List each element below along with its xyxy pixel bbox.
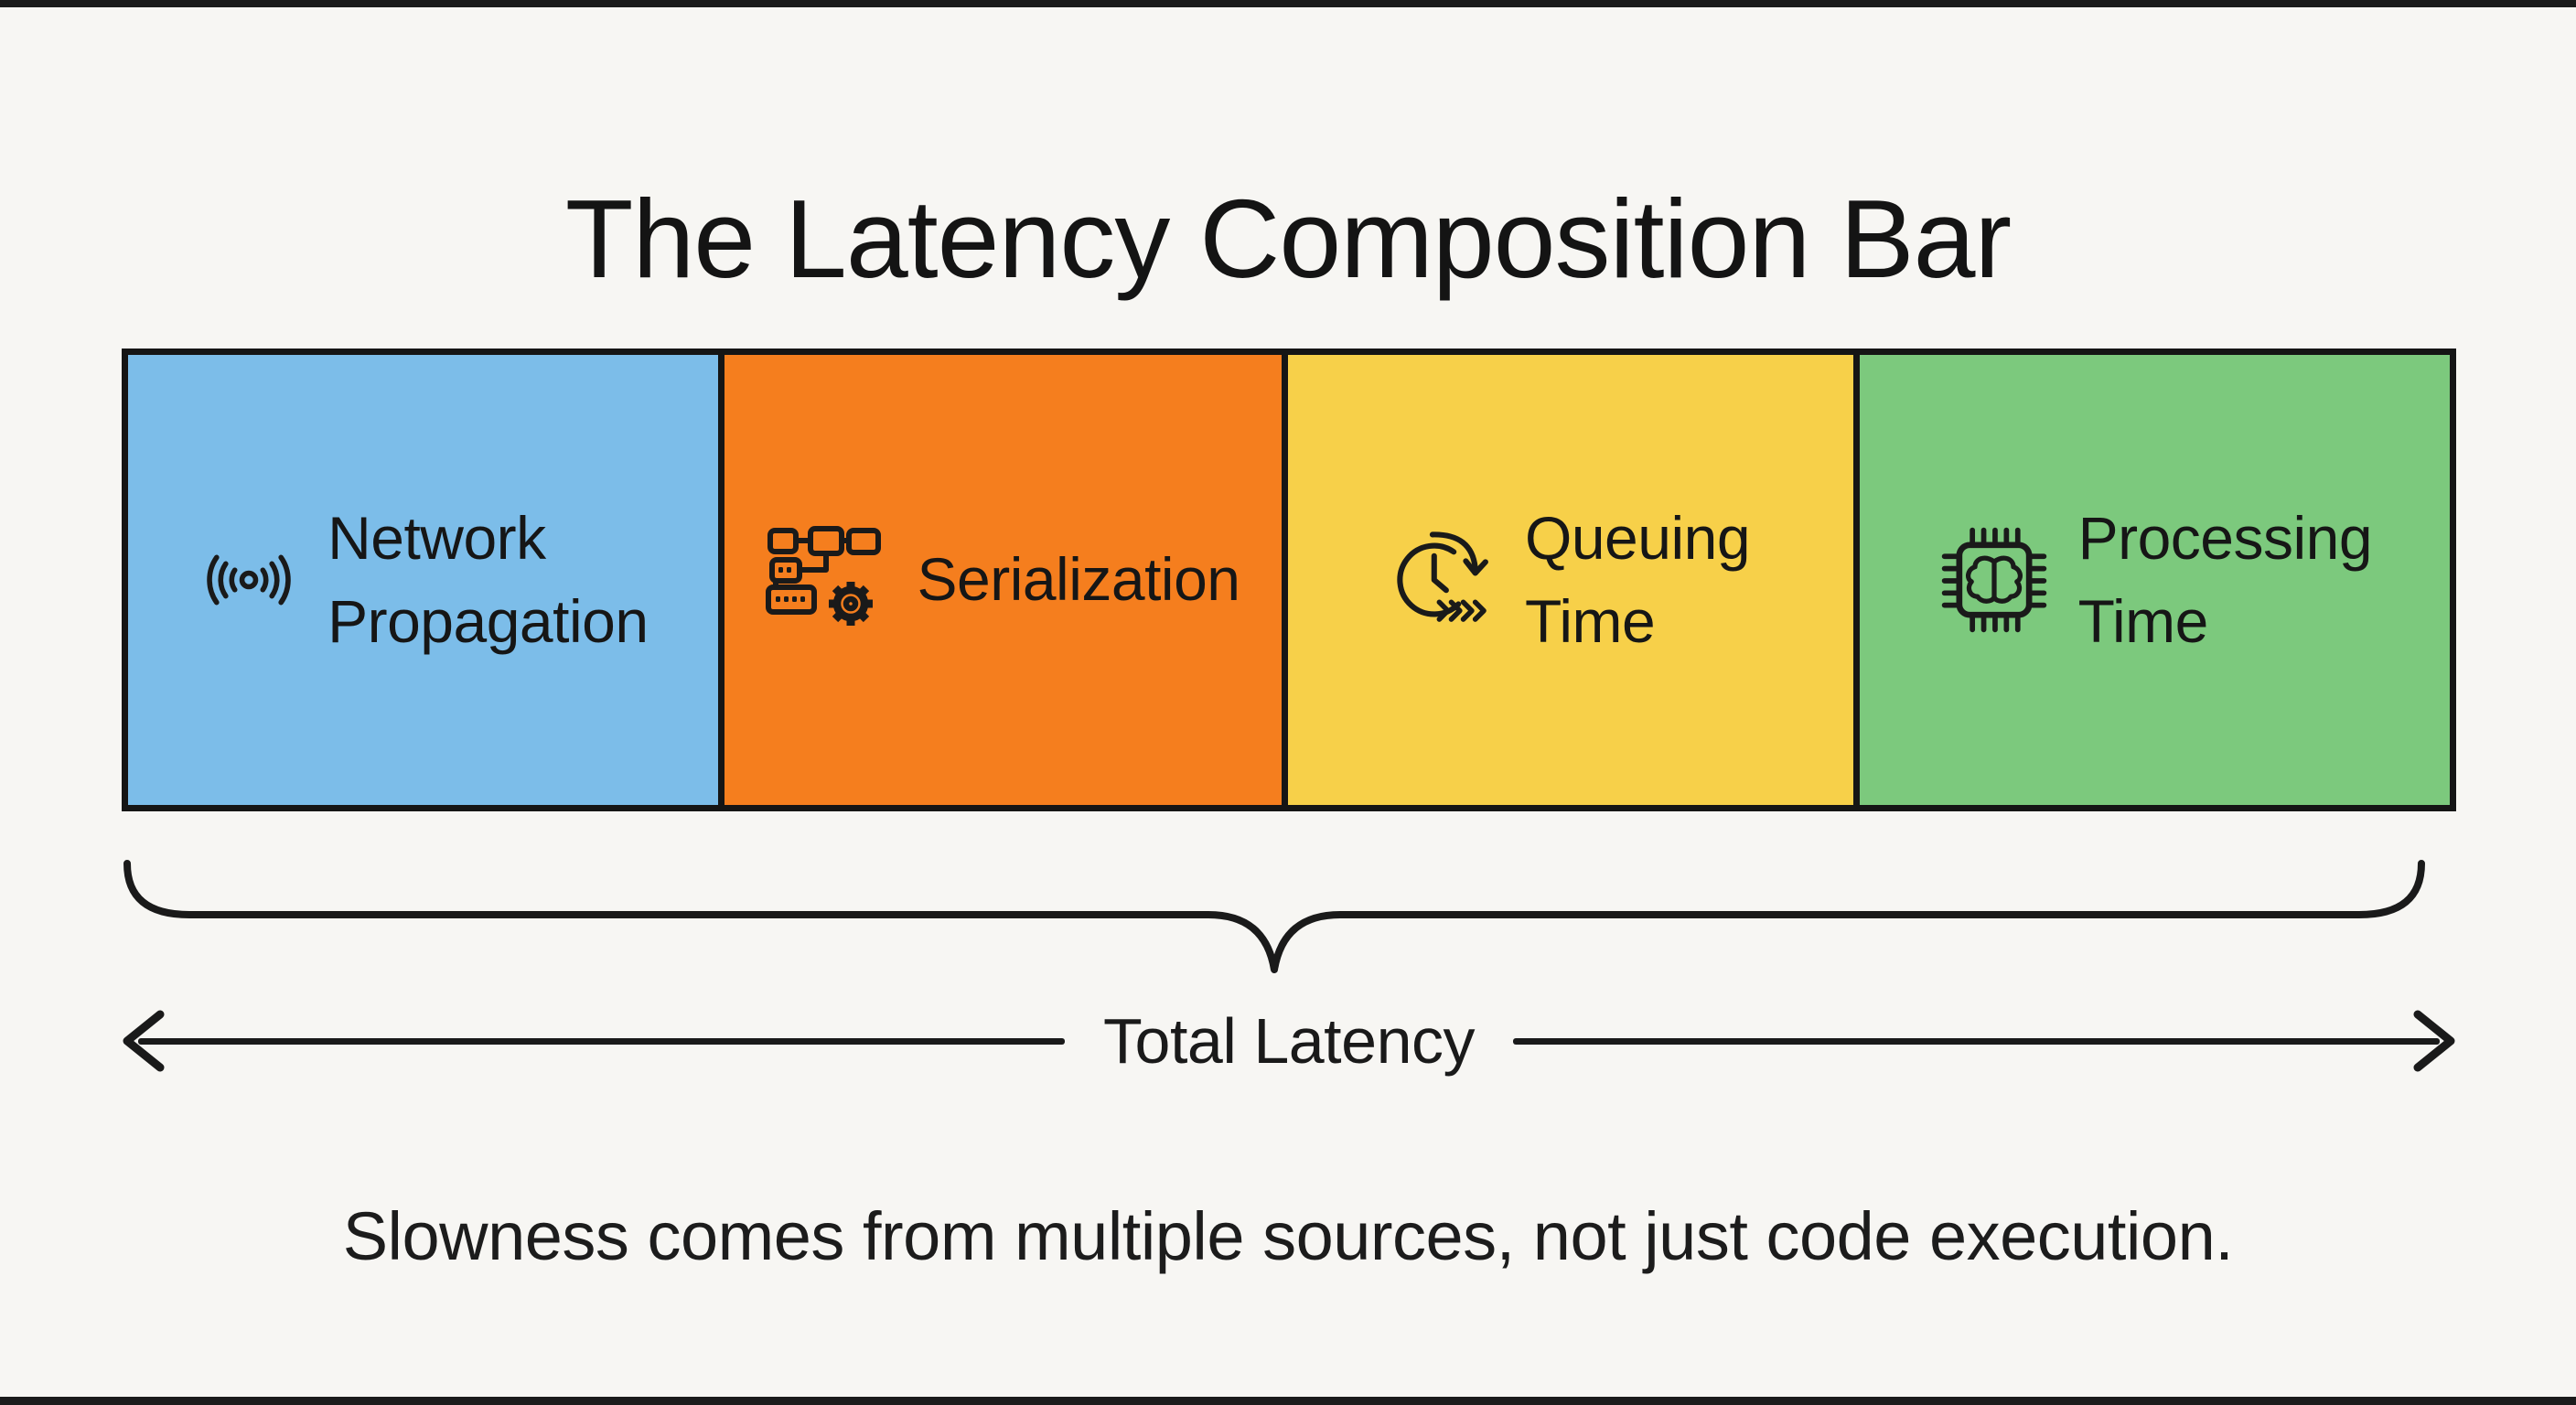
arrow-line-left: [138, 1037, 1066, 1045]
segment-label: Network Propagation: [327, 497, 649, 663]
top-edge-strip: [0, 0, 2576, 7]
right-arrowhead-icon: [2413, 1010, 2455, 1072]
segment-serialization: Serialization: [717, 355, 1283, 805]
segment-label-line1: Network: [327, 503, 546, 572]
segment-label-line1: Queuing: [1525, 503, 1751, 572]
latency-composition-bar: Network Propagation: [122, 349, 2456, 811]
segment-processing-time: Processing Time: [1852, 355, 2450, 805]
segment-label: Processing Time: [2078, 497, 2373, 663]
brain-glyph: [1965, 555, 2023, 604]
gear-icon: [829, 581, 874, 626]
arrow-line-right: [1513, 1037, 2441, 1045]
bottom-edge-strip: [0, 1397, 2576, 1405]
segment-label-line2: Time: [1525, 587, 1656, 655]
radio-signal-icon: [207, 554, 291, 606]
segment-label: Queuing Time: [1525, 497, 1751, 663]
left-arrowhead-icon: [123, 1010, 165, 1072]
segment-label-line2: Time: [2077, 587, 2209, 655]
chip-brain-icon: [1941, 527, 2046, 633]
page-title: The Latency Composition Bar: [564, 176, 2012, 301]
total-latency-row: Total Latency: [122, 1005, 2456, 1077]
segment-queuing-time: Queuing Time: [1282, 355, 1853, 805]
total-latency-label: Total Latency: [1103, 1005, 1475, 1077]
segment-label-line1: Processing: [2077, 503, 2373, 572]
caption-text: Slowness comes from multiple sources, no…: [342, 1198, 2234, 1274]
clock-queue-icon: [1397, 531, 1488, 622]
workflow-gear-icon: [766, 525, 882, 626]
total-latency-brace: [123, 860, 2425, 977]
segment-network-propagation: Network Propagation: [128, 355, 718, 805]
segment-label-line1: Serialization: [917, 545, 1240, 614]
segment-label-line2: Propagation: [327, 587, 649, 655]
segment-label: Serialization: [917, 538, 1240, 621]
